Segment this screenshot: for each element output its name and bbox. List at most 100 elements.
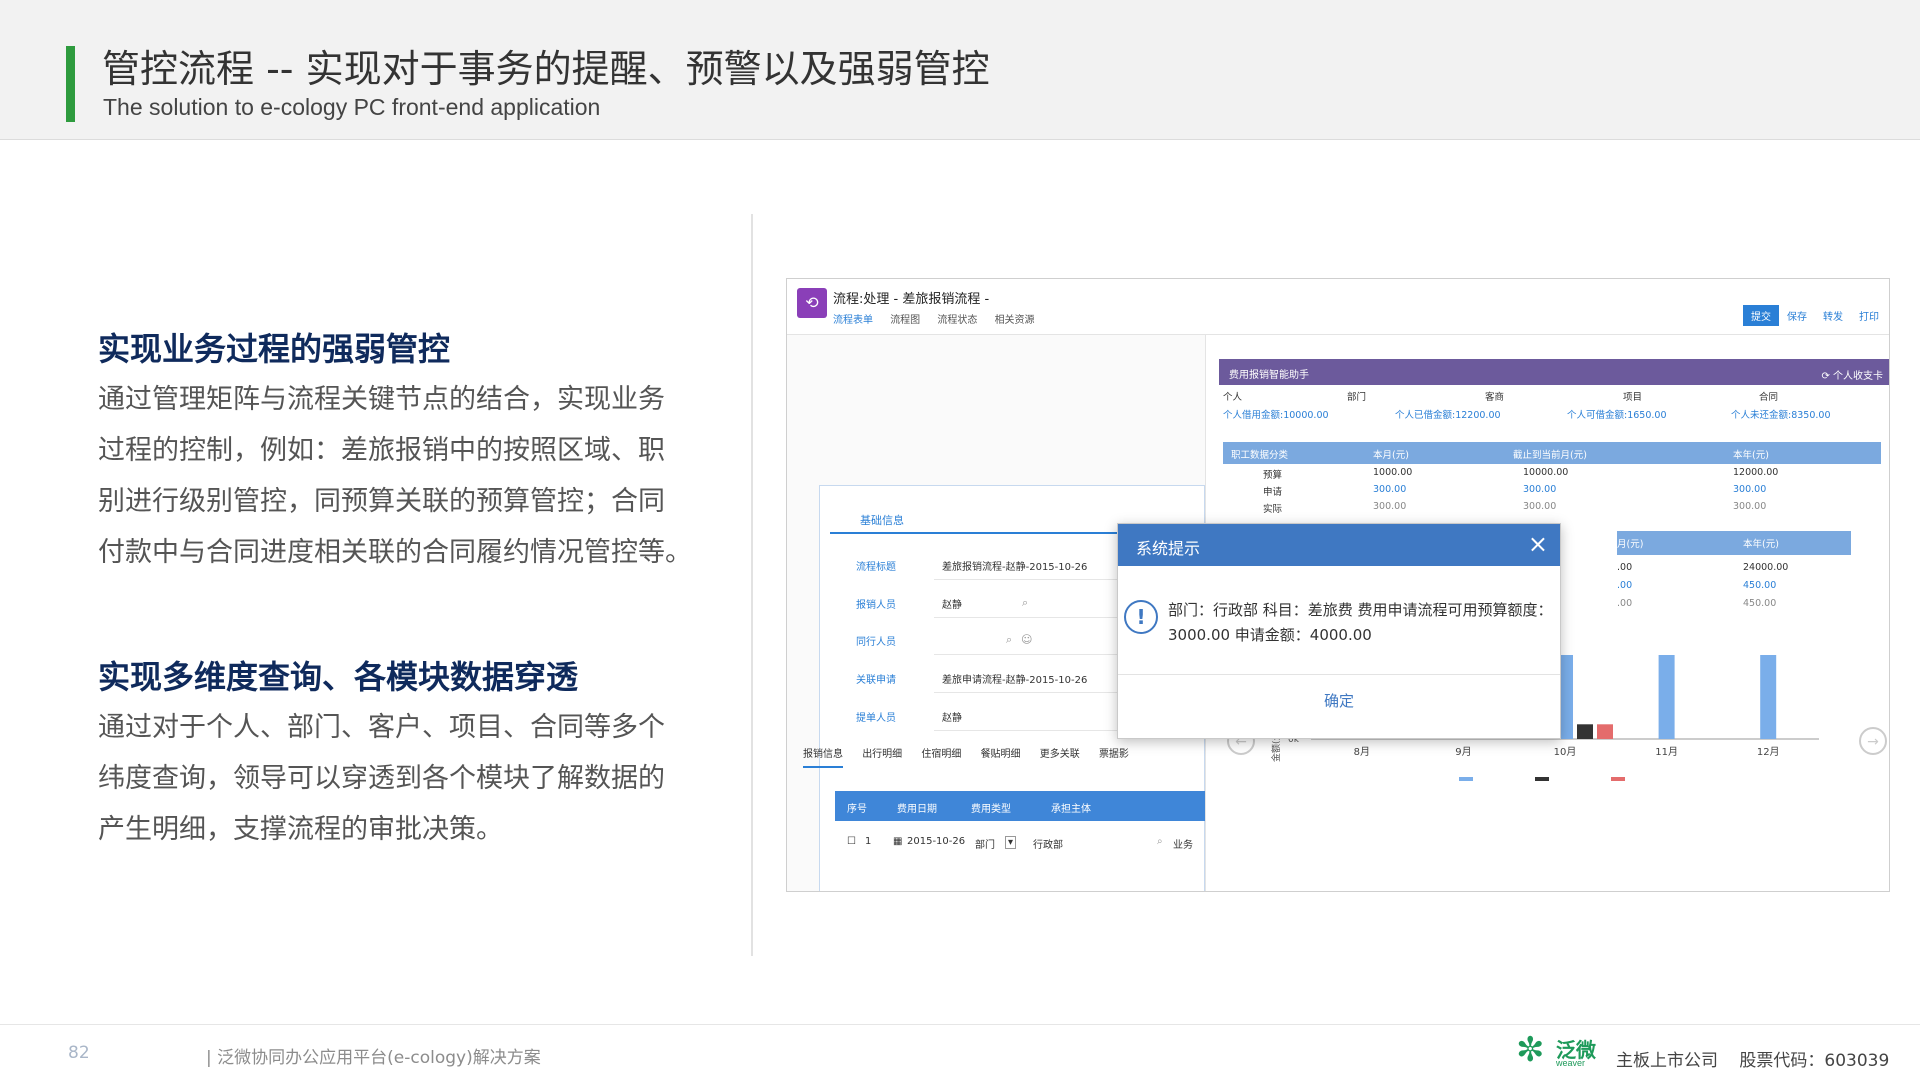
logo-cn: 泛微 [1556,1038,1596,1062]
chart-next-icon[interactable] [1859,727,1887,755]
tab-meal[interactable]: 餐贴明细 [980,749,1021,760]
table-row: 申请 300.00 300.00 300.00 [1223,482,1881,499]
cell[interactable]: 300.00 [1373,484,1407,495]
related-request-field[interactable]: 差旅申请流程-赵静-2015-10-26 [934,665,1206,693]
table-row: .00 450.00 [1617,577,1851,595]
column-header: 截止到当前月(元) [1513,450,1587,461]
detail-table-header: 序号 费用日期 费用类型 承担主体 [835,791,1205,821]
dialog-divider [1118,674,1560,675]
cell: 300.00 [1733,501,1767,512]
cell[interactable]: 300.00 [1733,484,1767,495]
title-field[interactable]: 差旅报销流程-赵静-2015-10-26 [934,552,1206,580]
submitter-field[interactable]: 赵静 [934,703,1206,731]
x-tick-label: 10月 [1554,746,1577,758]
cell: 10000.00 [1523,467,1569,478]
workflow-app-icon: ⟲ [797,288,827,318]
company-label: 主板上市公司 [1616,1051,1718,1071]
type-cell[interactable]: 部门 [975,840,995,851]
label-client[interactable]: 客商 [1485,392,1505,403]
tab-status[interactable]: 流程状态 [937,315,978,326]
refresh-label: 个人收支卡 [1833,371,1883,382]
section-1-line: 通过管理矩阵与流程关键节点的结合，实现业务 [98,384,665,415]
section-2-line: 通过对于个人、部门、客户、项目、合同等多个 [98,712,665,743]
dialog-message: 部门：行政部 科目：差旅费 费用申请流程可用预算额度：3000.00 申请金额：… [1168,601,1553,644]
bar [1658,655,1675,739]
dropdown-icon[interactable]: ▾ [1005,836,1017,849]
submit-button[interactable]: 提交 [1743,305,1779,326]
value-borrow[interactable]: 个人借用金额:10000.00 [1223,410,1329,421]
refresh-link[interactable]: ⟳ 个人收支卡 [1821,371,1883,382]
bar [1760,655,1777,739]
column-header: 职工数据分类 [1231,450,1289,461]
field-label: 提单人员 [856,713,896,724]
field-label: 报销人员 [856,600,896,611]
tab-hotel[interactable]: 住宿明细 [921,749,962,760]
cell: .00 [1617,562,1633,573]
action-buttons: 提交 保存 转发 打印 [1743,305,1887,326]
close-icon[interactable]: × [1527,530,1548,558]
tab-resources[interactable]: 相关资源 [994,315,1035,326]
section-1-title: 实现业务过程的强弱管控 [98,330,451,368]
field-label: 同行人员 [856,637,896,648]
tab-more[interactable]: 更多关联 [1039,749,1080,760]
user-icon[interactable]: ☺ [1021,633,1033,646]
detail-tabs: 报销信息 出行明细 住宿明细 餐贴明细 更多关联 票据影 [803,745,1145,768]
row-number: 1 [865,836,872,847]
section-2-title: 实现多维度查询、各模块数据穿透 [98,658,579,696]
section-2-line: 产生明细，支撑流程的审批决策。 [98,814,503,845]
legend-swatch [1535,777,1549,781]
extra-cell: 业务 [1173,840,1193,851]
calendar-icon[interactable]: ▦ [893,836,903,847]
label-department[interactable]: 部门 [1347,392,1367,403]
label-project[interactable]: 项目 [1623,392,1643,403]
section-1-body: 通过管理矩阵与流程关键节点的结合，实现业务 过程的控制，例如：差旅报销中的按照区… [98,374,718,578]
weaver-logo: ✼ 泛微 weaver [1516,1030,1602,1074]
cell[interactable]: 300.00 [1523,484,1557,495]
section-2-line: 纬度查询，领导可以穿透到各个模块了解数据的 [98,763,665,794]
value-borrowed[interactable]: 个人已借金额:12200.00 [1395,410,1501,421]
accent-bar [66,46,75,122]
value-available[interactable]: 个人可借金额:1650.00 [1567,410,1667,421]
tab-flowchart[interactable]: 流程图 [890,315,921,326]
search-icon[interactable]: ⌕ [1022,596,1029,609]
tab-travel[interactable]: 出行明细 [862,749,903,760]
form-row-related: 关联申请 差旅申请流程-赵静-2015-10-26 [820,665,1206,693]
cell[interactable]: 450.00 [1743,580,1777,591]
print-button[interactable]: 打印 [1859,312,1879,323]
row-checkbox[interactable]: ☐ [847,836,856,847]
assistant-values: 个人借用金额:10000.00 个人已借金额:12200.00 个人可借金额:1… [1219,407,1889,423]
table-row: ☐ 1 ▦ 2015-10-26 部门 ▾ 行政部 ⌕ 业务 [835,825,1205,859]
forward-button[interactable]: 转发 [1823,312,1843,323]
save-button[interactable]: 保存 [1787,312,1807,323]
footer-divider [0,1024,1920,1025]
form-row-title: 流程标题 差旅报销流程-赵静-2015-10-26 [820,552,1206,580]
tab-reimbursement[interactable]: 报销信息 [803,745,843,768]
table-row: 预算 1000.00 10000.00 12000.00 [1223,465,1881,482]
label-personal[interactable]: 个人 [1223,392,1243,403]
app-screenshot: ⟲ 流程:处理 - 差旅报销流程 - 流程表单 流程图 流程状态 相关资源 提交… [786,278,1890,892]
row-label: 实际 [1263,504,1283,515]
table-row: .00 24000.00 [1617,559,1851,577]
search-icon[interactable]: ⌕ [1157,836,1163,847]
dialog-title: 系统提示 [1136,539,1201,558]
column-header: 序号 [847,804,867,815]
form-row-companions: 同行人员 ⌕ ☺ [820,627,1206,655]
chart-next-arrow: → [1867,734,1879,750]
applicant-field[interactable]: 赵静 [934,590,1206,618]
tab-receipts[interactable]: 票据影 [1098,749,1129,760]
tab-form[interactable]: 流程表单 [833,315,873,326]
page-title: 管控流程 -- 实现对于事务的提醒、预警以及强弱管控 [102,47,990,91]
cell: 24000.00 [1743,562,1789,573]
section-1-line: 付款中与合同进度相关联的合同履约情况管控等。 [98,537,692,568]
ok-button[interactable]: 确定 [1323,692,1354,710]
label-contract[interactable]: 合同 [1759,392,1779,403]
form-row-applicant: 报销人员 赵静 ⌕ [820,590,1206,618]
search-icon[interactable]: ⌕ [1006,633,1013,646]
date-cell[interactable]: 2015-10-26 [907,836,966,847]
entity-cell[interactable]: 行政部 [1033,840,1063,851]
value-unpaid[interactable]: 个人未还金额:8350.00 [1731,410,1831,421]
workflow-topbar: ⟲ 流程:处理 - 差旅报销流程 - 流程表单 流程图 流程状态 相关资源 提交… [787,279,1889,335]
tab-basic-info[interactable]: 基础信息 [860,514,904,527]
companions-field[interactable] [934,627,1206,655]
